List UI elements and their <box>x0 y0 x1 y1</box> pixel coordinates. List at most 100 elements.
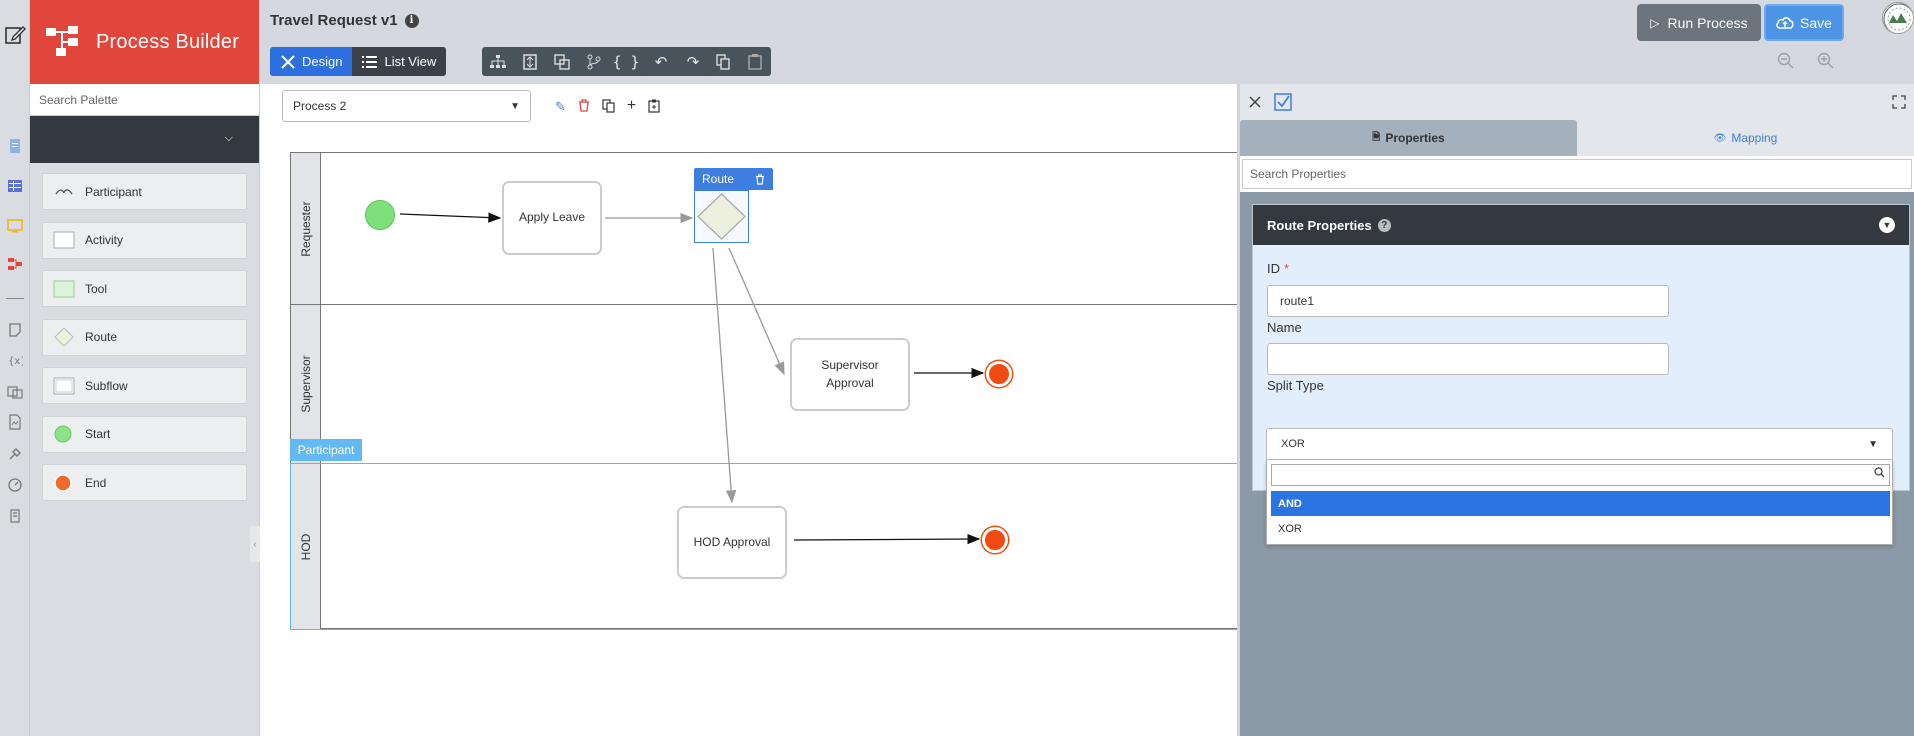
tab-mapping[interactable]: 👁 Mapping <box>1577 120 1914 156</box>
split-type-select[interactable]: XOR ▼ <box>1266 428 1893 460</box>
palette-item-label: End <box>85 475 107 490</box>
zoom-out-icon[interactable] <box>1777 52 1794 72</box>
lane-header[interactable]: Supervisor <box>291 305 321 463</box>
lane-header[interactable]: HOD <box>291 464 321 629</box>
process-title: Travel Request v1 <box>270 12 398 29</box>
route-label[interactable]: Route <box>694 168 773 190</box>
undo-icon[interactable]: ↶ <box>654 53 668 71</box>
process-select[interactable]: Process 2 ▼ <box>282 90 531 122</box>
tab-properties[interactable]: 🗎 Properties <box>1240 120 1577 156</box>
paste-icon[interactable] <box>739 47 771 76</box>
avatar[interactable] <box>1882 2 1914 34</box>
route-diamond-icon <box>697 193 746 240</box>
process-icon[interactable] <box>7 256 23 272</box>
palette-item-start[interactable]: Start <box>42 415 247 453</box>
palette-item-label: Participant <box>85 184 142 199</box>
close-icon[interactable] <box>1248 95 1262 109</box>
variable-icon[interactable]: {x} <box>7 352 23 368</box>
route-gateway[interactable] <box>694 190 749 243</box>
history-tools: ↶ ↷ <box>645 47 709 76</box>
trash-icon[interactable] <box>578 99 590 116</box>
lane-supervisor[interactable]: Supervisor <box>291 305 1238 463</box>
properties-panel: 🗎 Properties 👁 Mapping Route Properties … <box>1240 84 1914 736</box>
dropdown-search-input[interactable] <box>1271 464 1890 486</box>
diagram-canvas[interactable]: Process 2 ▼ ✎ + Requester Supervisor HOD… <box>260 84 1238 736</box>
transform-icon[interactable] <box>546 47 578 76</box>
help-icon[interactable]: ? <box>1377 218 1391 232</box>
section-header[interactable]: Route Properties ? ▼ <box>1253 205 1909 245</box>
file-icon[interactable] <box>7 414 23 430</box>
list-view-button[interactable]: List View <box>352 47 447 76</box>
edit-icon[interactable] <box>4 24 26 46</box>
save-label: Save <box>1800 14 1832 31</box>
process-builder-logo-icon <box>46 26 78 56</box>
plugin-icon[interactable] <box>7 446 23 462</box>
properties-search-input[interactable] <box>1242 159 1912 189</box>
palette-item-tool[interactable]: Tool <box>42 270 247 307</box>
palette-search-input[interactable] <box>39 92 250 107</box>
delete-icon[interactable] <box>755 173 765 185</box>
palette-item-end[interactable]: End <box>42 464 247 501</box>
userview-icon[interactable] <box>7 218 23 234</box>
page-title: Travel Request v1 i <box>270 12 419 29</box>
form-icon[interactable] <box>7 138 23 154</box>
palette-item-activity[interactable]: Activity <box>42 221 247 259</box>
task-hod-approval[interactable]: HOD Approval <box>677 506 787 579</box>
end-event-hod[interactable] <box>982 527 1008 553</box>
app-icon[interactable] <box>7 508 23 524</box>
eye-icon: 👁 <box>1713 132 1727 144</box>
palette-search[interactable] <box>30 84 259 116</box>
copy-process-icon[interactable] <box>602 99 615 116</box>
paste-process-icon[interactable] <box>648 99 660 116</box>
design-button[interactable]: Design <box>270 47 353 76</box>
palette-category-dropdown[interactable]: ⌵ <box>30 116 259 163</box>
top-bar: Travel Request v1 i Design List View <box>260 0 1914 84</box>
braces-icon[interactable]: { } <box>612 52 640 71</box>
run-process-button[interactable]: ▷ Run Process <box>1637 4 1761 41</box>
expand-icon[interactable] <box>1892 95 1906 109</box>
flow-route-to-hod[interactable] <box>712 247 737 504</box>
resources-icon[interactable] <box>7 384 23 400</box>
pencil-icon[interactable]: ✎ <box>555 99 566 114</box>
save-button[interactable]: Save <box>1764 4 1844 41</box>
name-field[interactable] <box>1267 343 1669 375</box>
dropdown-option-and[interactable]: AND <box>1271 491 1890 516</box>
palette-item-participant[interactable]: Participant <box>42 173 247 210</box>
performance-icon[interactable] <box>7 476 23 492</box>
note-icon[interactable] <box>7 322 23 338</box>
tab-properties-label: Properties <box>1385 131 1445 145</box>
lane-hod[interactable]: HOD <box>290 463 1238 630</box>
brand: Process Builder <box>30 0 259 84</box>
id-field[interactable]: route1 <box>1267 285 1669 317</box>
branch-icon[interactable] <box>578 47 610 76</box>
zoom-in-icon[interactable] <box>1817 52 1834 72</box>
palette-item-subflow[interactable]: Subflow <box>42 367 247 404</box>
flow-start-to-apply[interactable] <box>399 212 502 223</box>
collapse-icon[interactable]: ▼ <box>1879 217 1895 233</box>
datalist-icon[interactable] <box>7 178 23 194</box>
apply-check-icon[interactable] <box>1274 93 1292 111</box>
tab-mapping-label: Mapping <box>1731 131 1778 145</box>
task-apply-leave[interactable]: Apply Leave <box>502 181 602 255</box>
panel-splitter[interactable] <box>1237 84 1240 736</box>
flow-route-to-supervisor[interactable] <box>728 247 785 376</box>
flow-hod-to-end[interactable] <box>793 533 981 545</box>
lane-requester[interactable]: Requester <box>291 153 1238 305</box>
auto-layout-icon[interactable] <box>482 47 514 76</box>
split-type-label: Split Type <box>1267 378 1324 393</box>
copy-icon[interactable] <box>707 47 739 76</box>
id-value: route1 <box>1280 294 1315 308</box>
participant-tag[interactable]: Participant <box>290 439 362 461</box>
redo-icon[interactable]: ↷ <box>686 53 700 71</box>
palette-collapse-handle[interactable]: ‹ <box>250 526 260 562</box>
start-event[interactable] <box>365 200 395 230</box>
palette-item-route[interactable]: Route <box>42 318 247 356</box>
dropdown-option-xor[interactable]: XOR <box>1278 522 1302 535</box>
lane-header[interactable]: Requester <box>291 153 321 304</box>
info-icon[interactable]: i <box>404 13 419 28</box>
add-process-icon[interactable]: + <box>626 97 637 114</box>
fit-icon[interactable] <box>514 47 546 76</box>
end-event-supervisor[interactable] <box>986 361 1012 387</box>
